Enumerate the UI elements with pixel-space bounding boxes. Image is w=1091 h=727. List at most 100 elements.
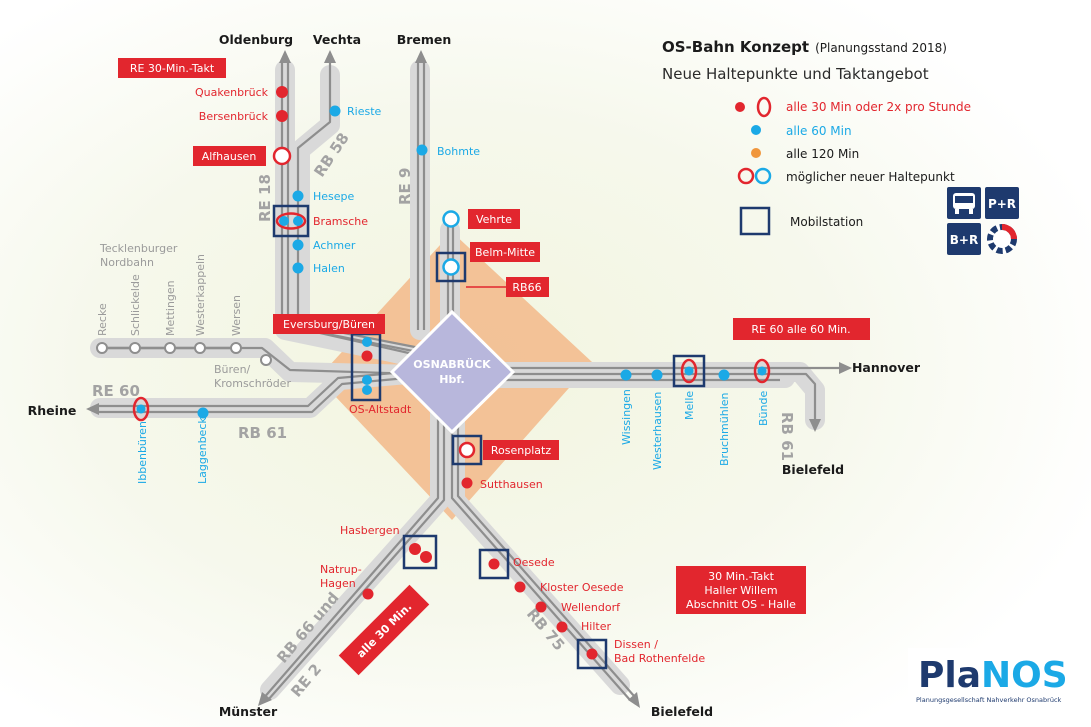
city-bremen: Bremen (397, 32, 452, 47)
city-bielefeld-east: Bielefeld (782, 462, 844, 477)
park-and-ride-icon: P+R (985, 187, 1019, 219)
dot-bramsche-b (293, 216, 303, 226)
label-alfhausen: Alfhausen (202, 150, 257, 163)
logo-text-a: Pla (918, 655, 981, 696)
legend-new-red (737, 167, 755, 185)
hub-osnabrueck: OSNABRÜCK Hbf. (389, 309, 516, 435)
label-hilter: Hilter (581, 620, 611, 633)
label-halen: Halen (313, 262, 345, 275)
hub-label-line2: Hbf. (439, 373, 464, 386)
ring-bramsche (275, 212, 307, 230)
dot-bohmte (416, 144, 428, 156)
station-dot-mettingen (164, 342, 176, 354)
planos-logo: PlaNOS Planungsgesellschaft Nahverkehr O… (908, 648, 1078, 708)
line-re18: RE 18 (256, 174, 274, 222)
label-wersen: Wersen (230, 295, 243, 336)
label-tecklenburger-1: Tecklenburger (99, 242, 178, 255)
city-muenster: Münster (219, 704, 278, 719)
dot-buende (757, 366, 767, 376)
station-dot-wersen (230, 342, 242, 354)
mobilstation-belm (435, 251, 467, 283)
station-dots (132, 86, 771, 660)
dot-hilter (556, 621, 568, 633)
legend-orange-dot (751, 148, 761, 158)
legend-text-120: alle 120 Min (786, 147, 859, 161)
label-dissen-2: Bad Rothenfelde (614, 652, 705, 665)
label-quakenbrueck: Quakenbrück (195, 86, 269, 99)
dot-bruchmuehlen (718, 369, 730, 381)
dot-natrup (362, 588, 374, 600)
dot-eversburg-b (361, 350, 373, 362)
label-ibbenbueren: Ibbenbüren (136, 421, 149, 484)
box-haller-3: Abschnitt OS - Halle (686, 598, 796, 611)
line-re9: RE 9 (396, 168, 414, 205)
city-bielefeld-south: Bielefeld (651, 704, 713, 719)
label-sutthausen: Sutthausen (480, 478, 543, 491)
mobilstation-hasbergen (402, 534, 438, 570)
label-dissen-1: Dissen / (614, 638, 658, 651)
box-haller-1: 30 Min.-Takt (708, 570, 774, 583)
dot-vehrte (442, 210, 460, 228)
label-schlickelde: Schlickelde (129, 274, 142, 336)
dot-ibbenbueren (136, 404, 146, 414)
label-buende: Bünde (757, 391, 770, 426)
station-dot-westerkappeln (194, 342, 206, 354)
label-bueren-2: Kromschröder (214, 377, 291, 390)
label-bohmte: Bohmte (437, 145, 480, 158)
carsharing-icon (987, 224, 1017, 254)
logo-tagline: Planungsgesellschaft Nahverkehr Osnabrüc… (916, 696, 1062, 704)
tecklenburger-nordbahn (96, 342, 272, 366)
dot-altstadt-a (362, 375, 372, 385)
dot-laggenbeck (197, 407, 209, 419)
ring-melle (680, 358, 698, 384)
label-westerhausen: Westerhausen (651, 392, 664, 470)
station-dot-recke (96, 342, 108, 354)
dot-dissen (586, 648, 598, 660)
label-westerkappeln: Westerkappeln (194, 254, 207, 336)
label-mettingen: Mettingen (164, 280, 177, 336)
dot-hasbergen-b (420, 551, 432, 563)
label-eversburg: Eversburg/Büren (283, 318, 375, 331)
dot-westerhausen (651, 369, 663, 381)
box-re30: RE 30-Min.-Takt (130, 62, 215, 75)
line-rb61-east: RB 61 (778, 412, 796, 461)
gray-station-labels: Tecklenburger Nordbahn Recke Schlickelde… (96, 242, 291, 390)
bike-and-ride-icon: B+R (947, 223, 981, 255)
label-oesede: Oesede (513, 556, 555, 569)
line-re60: RE 60 (92, 382, 140, 400)
map-title: OS-Bahn Konzept (Planungsstand 2018) (662, 38, 947, 56)
rail-lines (96, 60, 842, 701)
legend-blue-dot (751, 125, 761, 135)
legend-text-mobil: Mobilstation (790, 215, 863, 229)
label-rb66: RB66 (512, 281, 541, 294)
label-os-altstadt: OS-Altstadt (349, 403, 412, 416)
dot-rieste (329, 105, 341, 117)
label-natrup-1: Natrup- (320, 563, 362, 576)
map-title-main: OS-Bahn Konzept (662, 38, 809, 56)
mobilstation-dissen (576, 638, 608, 670)
label-wissingen: Wissingen (620, 389, 633, 445)
legend-text-30: alle 30 Min oder 2x pro Stunde (786, 100, 971, 114)
label-kloster-oesede: Kloster Oesede (540, 581, 624, 594)
dot-oesede (488, 558, 500, 570)
mobilstation-bramsche (272, 204, 310, 238)
label-bueren-1: Büren/ (214, 363, 251, 376)
dot-sutthausen (461, 477, 473, 489)
label-vehrte: Vehrte (476, 213, 512, 226)
legend-text-60: alle 60 Min (786, 124, 852, 138)
map-title-note: (Planungsstand 2018) (815, 41, 947, 55)
dot-melle (684, 366, 694, 376)
mobilstations (272, 204, 706, 670)
legend-red-dot (735, 102, 745, 112)
logo-text-b: NOS (981, 655, 1068, 696)
dot-belm-mitte (442, 258, 460, 276)
label-hasbergen: Hasbergen (340, 524, 400, 537)
ring-buende (753, 358, 771, 384)
legend-mobil-square (739, 206, 771, 236)
city-vechta: Vechta (313, 32, 361, 47)
city-labels: Oldenburg Vechta Bremen Hannover Bielefe… (28, 32, 921, 719)
dot-achmer (292, 239, 304, 251)
bus-icon (947, 187, 981, 219)
legend-new-blue (754, 167, 772, 185)
legend-text-new: möglicher neuer Haltepunkt (786, 170, 955, 184)
